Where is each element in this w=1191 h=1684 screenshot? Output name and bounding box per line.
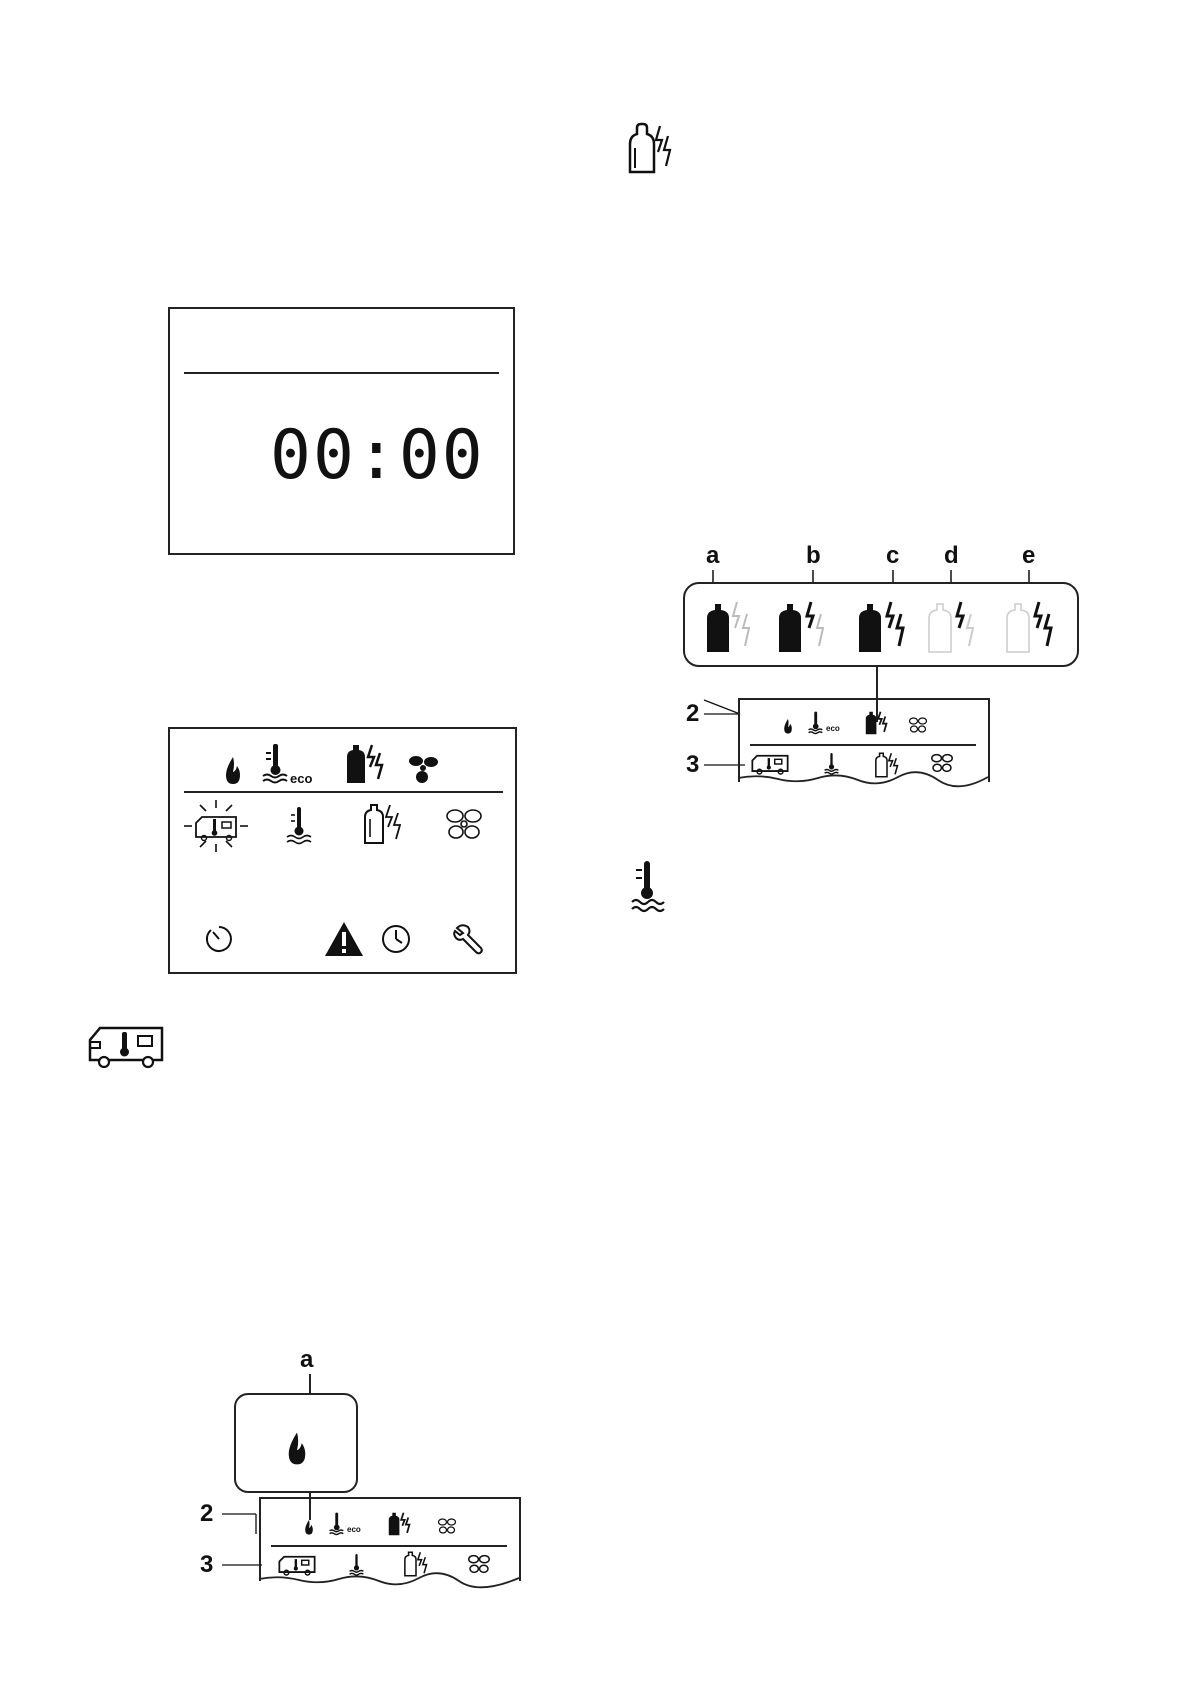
mode-b-gas-electric-icon xyxy=(775,600,835,659)
water-heating-button[interactable] xyxy=(286,806,312,851)
cabin-heating-button[interactable] xyxy=(182,799,250,858)
flame-callout-box xyxy=(234,1393,358,1493)
fan-icon xyxy=(406,753,440,788)
mini-panel: eco xyxy=(738,698,990,782)
torn-edge xyxy=(259,1575,521,1585)
gas-electric-mode-icon xyxy=(344,743,388,790)
mode-c-gas-electric-icon xyxy=(855,600,915,659)
mini-fan-icon xyxy=(437,1517,457,1540)
flame-callout-label: a xyxy=(300,1348,313,1372)
mini-divider xyxy=(271,1545,507,1547)
mini-gas-electric-icon xyxy=(387,1511,413,1542)
warning-icon xyxy=(324,921,364,962)
camper-cabin-legend-icon xyxy=(86,1018,166,1079)
callout-3: 3 xyxy=(686,753,699,777)
water-temperature-legend-icon xyxy=(630,860,664,917)
mini-flame-icon xyxy=(303,1519,315,1541)
timer-display-panel: 00:00 xyxy=(168,307,515,555)
callout-2-bottom: 2 xyxy=(200,1502,213,1526)
mode-e-electric-icon xyxy=(1003,600,1063,659)
callout-2: 2 xyxy=(686,702,699,726)
mini-water-eco-icon xyxy=(808,710,824,741)
control-panel: eco xyxy=(168,727,517,974)
fan-button[interactable] xyxy=(444,807,484,846)
clock-button[interactable] xyxy=(380,923,412,960)
mode-d-electric-icon xyxy=(925,600,985,659)
timer-digits: 00:00 xyxy=(270,422,485,490)
mode-label-a: a xyxy=(706,544,719,568)
service-wrench-button[interactable] xyxy=(452,922,486,961)
mode-label-b: b xyxy=(806,544,821,568)
water-heater-eco-icon xyxy=(262,743,290,790)
callout-line xyxy=(309,1374,311,1394)
mini-flame-icon xyxy=(782,718,794,740)
flame-icon xyxy=(222,756,244,791)
mode-a-gas-only-icon xyxy=(703,600,759,659)
panel-divider xyxy=(184,372,499,374)
mini-divider xyxy=(750,744,976,746)
panel-divider xyxy=(184,791,503,793)
mini-eco-label: eco xyxy=(826,724,840,733)
mini-gas-electric-icon xyxy=(864,710,890,741)
mini-eco-label: eco xyxy=(347,1525,361,1534)
eco-label: eco xyxy=(290,771,312,786)
timer-button[interactable] xyxy=(204,924,234,959)
gas-electric-legend-icon xyxy=(620,122,680,178)
mini-water-eco-icon xyxy=(329,1511,345,1542)
mode-label-d: d xyxy=(944,544,959,568)
mini-panel-bottom: eco xyxy=(259,1497,521,1581)
flame-large-icon xyxy=(284,1431,310,1467)
mode-label-e: e xyxy=(1022,544,1035,568)
mini-fan-icon xyxy=(908,716,928,739)
energy-mode-strip xyxy=(683,582,1079,667)
energy-source-button[interactable] xyxy=(362,803,404,850)
torn-edge xyxy=(738,774,990,784)
callout-3-bottom: 3 xyxy=(200,1553,213,1577)
mode-label-c: c xyxy=(886,544,899,568)
